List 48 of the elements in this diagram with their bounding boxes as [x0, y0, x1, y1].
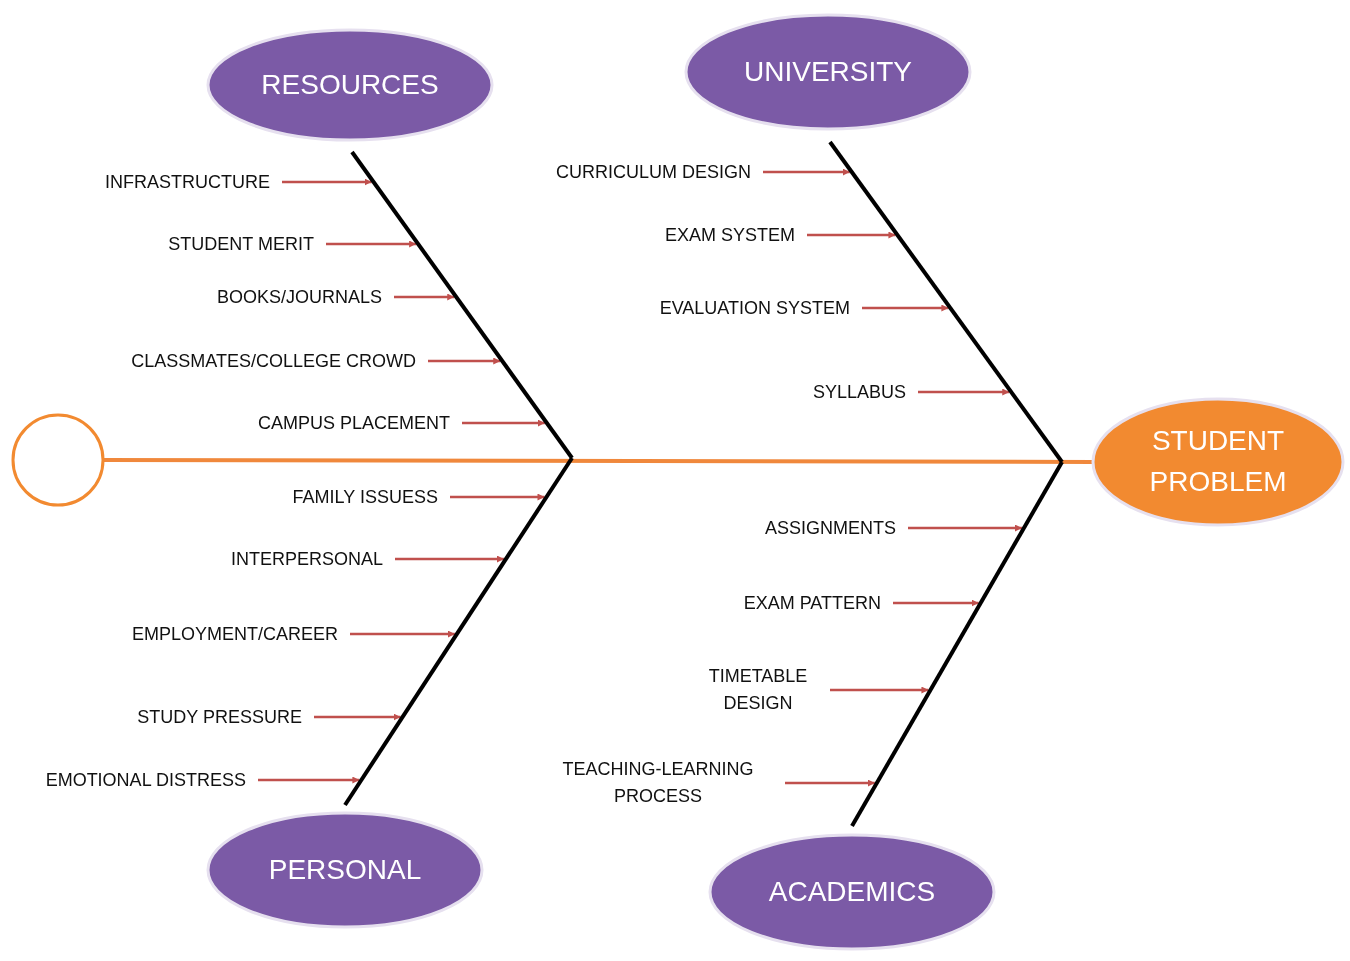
cause-label: INTERPERSONAL — [230, 545, 383, 573]
arrow — [893, 599, 979, 607]
arrow — [862, 304, 949, 312]
arrow — [350, 630, 455, 638]
cause-label: TIMETABLE DESIGN — [698, 663, 818, 717]
cause-label: CLASSMATES/COLLEGE CROWD — [131, 347, 416, 375]
cause-label: CAMPUS PLACEMENT — [257, 409, 450, 437]
arrow — [258, 776, 360, 784]
category-ellipse — [707, 832, 997, 952]
arrow — [785, 779, 875, 787]
category-ellipse — [205, 810, 485, 930]
category-ellipse — [683, 12, 973, 132]
arrow — [395, 555, 504, 563]
arrow — [282, 178, 372, 186]
arrow — [450, 493, 545, 501]
arrow — [908, 524, 1022, 532]
category-label: PERSONAL — [268, 852, 422, 887]
category-label: RESOURCES — [261, 67, 439, 102]
cause-label: EMOTIONAL DISTRESS — [45, 766, 246, 794]
cause-label: EXAM PATTERN — [743, 589, 881, 617]
arrow — [807, 231, 896, 239]
cause-label: INFRASTRUCTURE — [105, 168, 270, 196]
arrow — [428, 357, 501, 365]
cause-label: SYLLABUS — [812, 378, 906, 406]
cause-label: EMPLOYMENT/CAREER — [131, 620, 338, 648]
cause-label: TEACHING-LEARNING PROCESS — [543, 756, 773, 810]
cause-label: CURRICULUM DESIGN — [556, 158, 751, 186]
cause-label: ASSIGNMENTS — [764, 514, 896, 542]
cause-label: STUDENT MERIT — [168, 230, 314, 258]
cause-label: STUDY PRESSURE — [137, 703, 302, 731]
arrow — [394, 293, 455, 301]
category-label: UNIVERSITY — [744, 54, 912, 89]
tail-circle — [11, 413, 105, 507]
category-ellipse — [205, 27, 495, 143]
cause-label: EXAM SYSTEM — [664, 221, 795, 249]
spine-line — [103, 458, 1093, 464]
category-label: STUDENT PROBLEM — [1149, 424, 1287, 499]
cause-label: EVALUATION SYSTEM — [659, 294, 850, 322]
arrow — [462, 419, 545, 427]
category-label: ACADEMICS — [768, 874, 936, 909]
arrow — [918, 388, 1010, 396]
arrow — [830, 686, 929, 694]
cause-label: BOOKS/JOURNALS — [216, 283, 382, 311]
arrow — [314, 713, 401, 721]
category-ellipse — [1090, 396, 1346, 528]
arrow — [326, 240, 417, 248]
cause-label: FAMILY ISSUESS — [292, 483, 438, 511]
arrow — [763, 168, 850, 176]
